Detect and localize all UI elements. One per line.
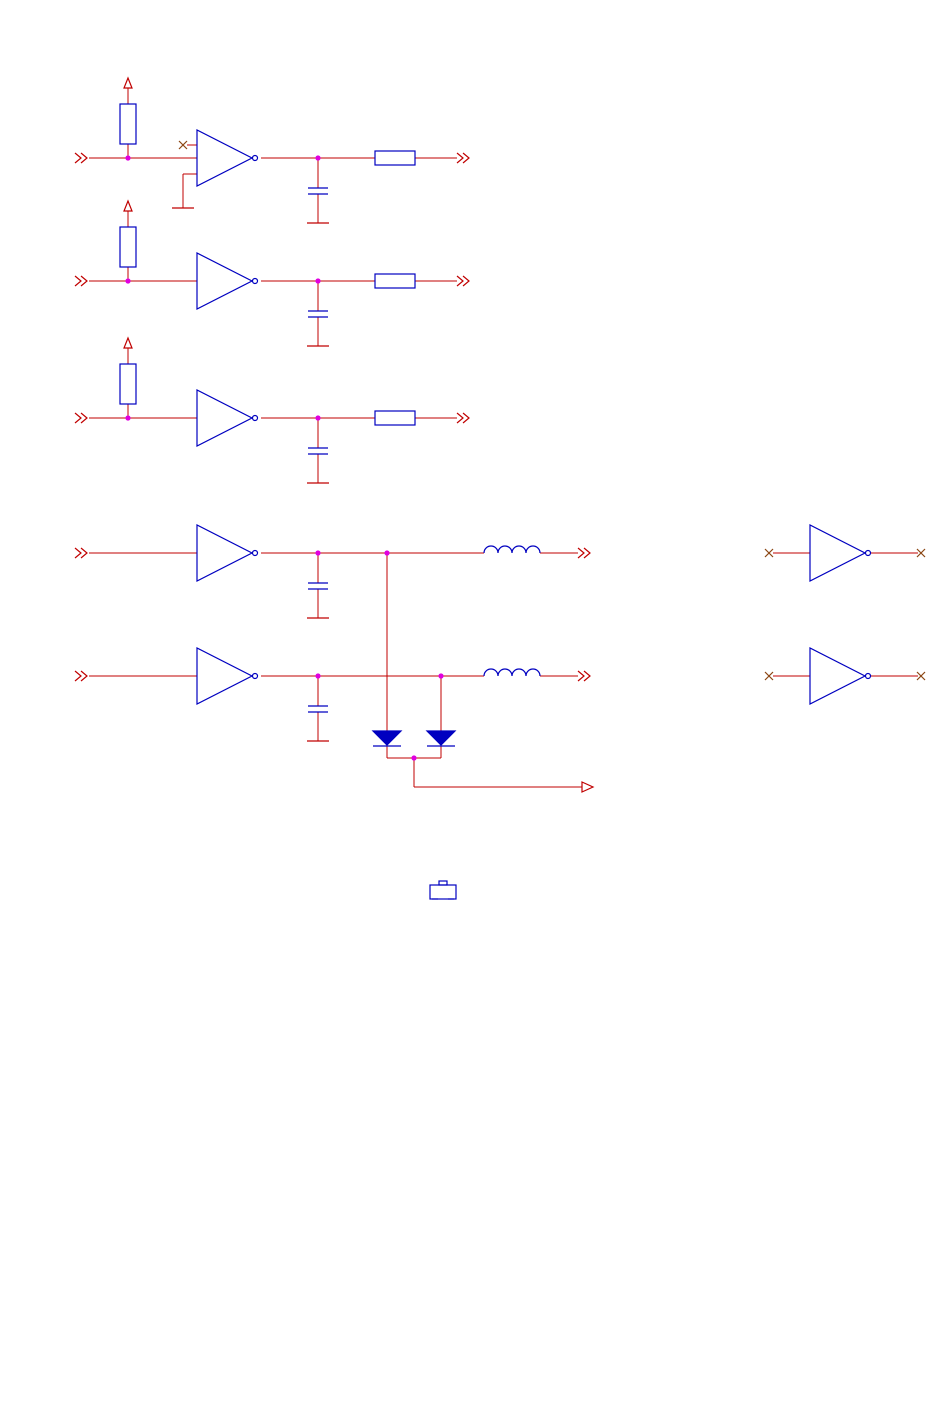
output-port-icon [578,548,590,558]
output-port-icon [457,153,469,163]
inverter-gate [197,390,258,446]
inductor [484,546,540,553]
series-resistor [375,274,415,288]
input-port-icon [75,153,87,163]
power-supply-icon [124,78,132,88]
no-connect-icon [917,672,925,680]
inverter-gate [810,648,871,704]
capacitor [308,448,328,454]
inverter-gate [197,648,258,704]
junction-dot [315,550,320,555]
inverter-gate [197,253,258,309]
series-resistor [375,411,415,425]
inverter-gate [810,525,871,581]
diode [427,731,455,746]
junction-dot [315,278,320,283]
components [75,78,925,899]
pullup-resistor [120,227,136,267]
inverter-gate [197,525,258,581]
junction-dot [438,673,443,678]
input-port-icon [75,413,87,423]
input-port-icon [75,671,87,681]
output-port-icon [578,671,590,681]
no-connect-icon [179,141,187,149]
capacitor [308,311,328,317]
junction-dot [315,155,320,160]
capacitor [308,583,328,589]
input-port-icon [75,276,87,286]
no-connect-icon [917,549,925,557]
capacitor [308,706,328,712]
junction-dot [125,278,130,283]
junction-dot [411,755,416,760]
output-port-icon [457,276,469,286]
power-supply-icon [124,338,132,348]
input-port-icon [75,548,87,558]
capacitor [308,188,328,194]
junctions [125,155,443,760]
output-port-icon [457,413,469,423]
junction-dot [315,673,320,678]
pullup-resistor [120,104,136,144]
no-connect-icon [765,549,773,557]
junction-dot [384,550,389,555]
diode [373,731,401,746]
inverter-gate [197,130,258,186]
junction-dot [125,415,130,420]
output-arrow-icon [582,782,593,792]
junction-dot [315,415,320,420]
pullup-resistor [120,364,136,404]
inductor [484,669,540,676]
no-connect-icon [765,672,773,680]
power-supply-icon [124,201,132,211]
package-symbol-icon [430,881,456,899]
series-resistor [375,151,415,165]
junction-dot [125,155,130,160]
